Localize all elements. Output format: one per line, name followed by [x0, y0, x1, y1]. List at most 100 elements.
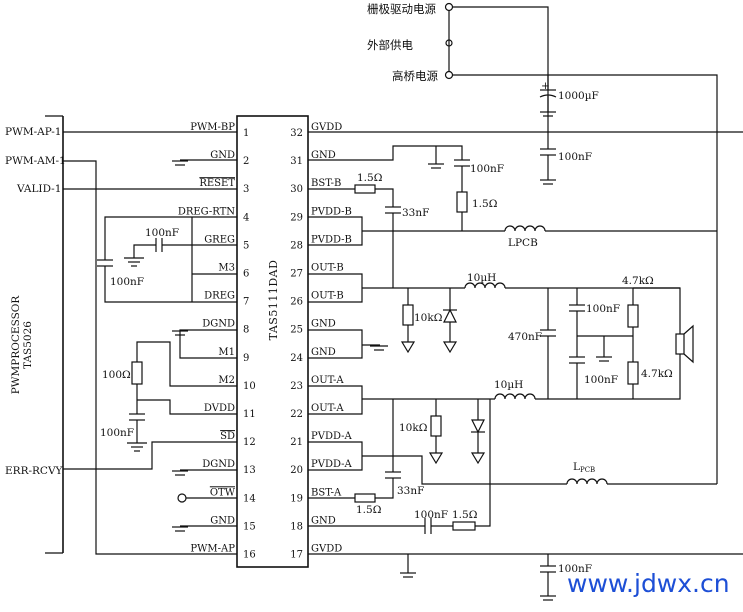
chip-pin-name: DVDD	[204, 403, 235, 414]
chip-pin-name: DREG	[204, 291, 235, 302]
chip-pin-number: 8	[243, 325, 249, 336]
resistor-speaker-1	[627, 304, 639, 328]
c-gnd18-label: 100nF	[414, 509, 448, 521]
chip-pin-name: SD	[220, 431, 235, 442]
inductor-lpcb-b	[504, 225, 546, 232]
chip-pin-name: OUT-B	[311, 263, 344, 274]
processor-label: PWMPROCESSOR	[10, 295, 22, 395]
chip-pin-name: GND	[210, 515, 235, 526]
c-bst-b-label: 33nF	[402, 207, 429, 219]
chip-pin-name: GND	[311, 150, 336, 161]
ground-symbol	[172, 470, 188, 476]
r-dvdd-label: 100Ω	[102, 369, 131, 381]
ground-symbol	[596, 356, 612, 362]
speaker-icon	[675, 324, 694, 364]
ground-symbol	[370, 345, 388, 351]
l-pcb-b-label: LPCB	[508, 237, 538, 249]
chip-pin-name: GREG	[204, 234, 235, 245]
c-filter-2-label: 100nF	[584, 374, 618, 386]
chip-pin-name: M1	[218, 347, 235, 358]
r-snub-b-label: 10kΩ	[414, 312, 443, 324]
resistor-bst-a	[354, 493, 376, 503]
resistor-snubber-a	[430, 415, 442, 437]
signal-valid: VALID-1	[16, 183, 61, 195]
gate-supply-terminal	[444, 2, 454, 12]
chip-pin-name: PVDD-B	[311, 234, 352, 245]
l-pcb-a-label: LPCB	[573, 461, 595, 474]
chip-pin-name: PVDD-A	[311, 431, 353, 442]
chip-pin-name: M3	[218, 263, 235, 274]
chip-pin-name: OTW	[210, 487, 236, 498]
c-gnd31-label: 100nF	[470, 163, 504, 175]
chip-pin-number: 15	[243, 521, 256, 532]
resistor-dvdd	[131, 361, 143, 385]
c-gvdd-bot-label: 100nF	[558, 563, 592, 575]
chip-pin-number: 6	[243, 269, 249, 280]
chip-pin-number: 5	[243, 240, 249, 251]
chip-pin-name: PVDD-A	[311, 459, 353, 470]
ground-symbol	[540, 111, 556, 117]
ground-symbol	[127, 442, 147, 452]
c-filter-1-label: 100nF	[586, 303, 620, 315]
resistor-snubber-b	[402, 304, 414, 326]
chip-pin-number: 1	[243, 128, 249, 139]
signal-pwm-ap: PWM-AP-1	[5, 126, 61, 138]
chip-pin-number: 24	[290, 353, 303, 364]
c-bulk-label: 1000µF	[558, 90, 599, 102]
chip-pin-number: 3	[243, 184, 249, 195]
chip-pin-number: 32	[290, 128, 303, 139]
power-label-bridge: 高桥电源	[392, 69, 438, 83]
inductor-out-b	[464, 282, 506, 289]
ground-symbol	[540, 595, 556, 601]
c-bst-a-label: 33nF	[397, 485, 424, 497]
chip-pin-number: 9	[243, 353, 249, 364]
ground-symbol	[428, 163, 444, 169]
chip-pin-name: OUT-A	[311, 403, 344, 414]
chip-pin-number: 23	[290, 381, 303, 392]
r-snub-a-label: 10kΩ	[399, 422, 428, 434]
chip-name: TAS5111DAD	[267, 260, 280, 341]
chip-pin-name: DGND	[202, 319, 235, 330]
resistor-bst-b	[354, 184, 376, 194]
chip-pin-name: RESET	[199, 178, 235, 189]
chip-pin-number: 31	[290, 156, 303, 167]
signal-err: ERR-RCVY	[5, 465, 64, 477]
chip-pin-number: 16	[243, 550, 256, 561]
inductor-out-a	[494, 393, 536, 400]
svg-text:+: +	[541, 80, 550, 92]
chip-pin-name: M2	[218, 375, 235, 386]
l-out-b-label: 10µH	[467, 272, 496, 284]
bridge-supply-terminal	[444, 70, 454, 80]
otw-terminal	[177, 493, 187, 503]
chip-pin-name: DGND	[202, 459, 235, 470]
chip-pin-number: 29	[290, 212, 303, 223]
chip-pin-number: 13	[243, 465, 256, 476]
chip-pin-name: OUT-B	[311, 291, 344, 302]
chip-pin-number: 7	[243, 297, 249, 308]
chip-pin-number: 27	[290, 269, 303, 280]
chip-pin-name: OUT-A	[311, 375, 344, 386]
watermark-text: www.jdwx.cn	[567, 569, 730, 598]
chip-pin-name: GND	[210, 150, 235, 161]
resistor-gnd18	[452, 521, 476, 531]
c-out-label: 470nF	[508, 331, 542, 343]
power-label-gate: 栅极驱动电源	[367, 2, 436, 16]
r-spk-2-label: 4.7kΩ	[641, 368, 673, 380]
chip-pin-number: 10	[243, 381, 256, 392]
chip-pin-number: 22	[290, 409, 303, 420]
r-top-label: 1.5Ω	[472, 198, 498, 210]
chip-pin-name: BST-A	[311, 487, 342, 498]
chip-pin-number: 2	[243, 156, 249, 167]
resistor-speaker-2	[627, 361, 639, 385]
r-gnd18-label: 1.5Ω	[452, 509, 478, 521]
r-spk-1-label: 4.7kΩ	[622, 275, 654, 287]
chip-pin-number: 14	[243, 493, 256, 504]
signal-pwm-am: PWM-AM-1	[5, 155, 66, 167]
c-dreg-label: 100nF	[110, 276, 144, 288]
chip-pin-number: 26	[290, 297, 303, 308]
ground-symbol	[172, 526, 188, 532]
chip-pin-name: PWM-BP	[190, 122, 235, 133]
chip-pin-number: 17	[290, 550, 303, 561]
resistor-top	[456, 191, 468, 213]
